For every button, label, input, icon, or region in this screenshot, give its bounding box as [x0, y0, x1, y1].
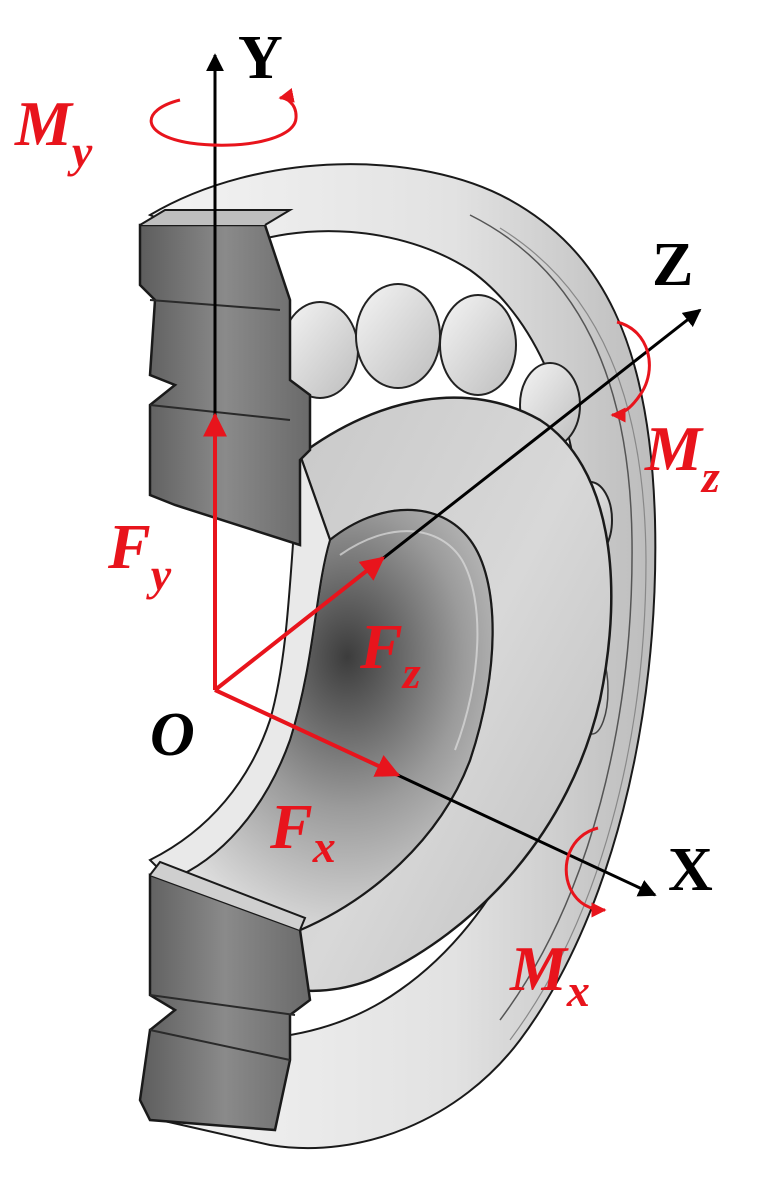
- fx-main: F: [269, 791, 313, 862]
- fz-sub: z: [401, 647, 421, 698]
- mx-sub: x: [566, 965, 590, 1016]
- fy-label: Fy: [107, 511, 172, 600]
- mx-arrow: [564, 826, 607, 918]
- axis-labels: Y Z X O: [150, 24, 713, 904]
- mz-main: M: [644, 413, 704, 484]
- mx-label: Mx: [509, 933, 590, 1016]
- my-arrow: [149, 88, 298, 147]
- fx-sub: x: [312, 821, 336, 872]
- force-vectors: [203, 412, 401, 777]
- fz-main: F: [359, 611, 403, 682]
- mx-main: M: [509, 933, 569, 1004]
- fx-label: Fx: [269, 791, 336, 872]
- my-sub: y: [67, 126, 93, 177]
- my-main: M: [14, 88, 74, 159]
- moment-arrows: [149, 88, 651, 918]
- x-axis-label: X: [668, 836, 713, 904]
- bearing-body: [138, 163, 657, 1149]
- moment-labels: My Mz Mx: [14, 88, 720, 1016]
- fy-main: F: [107, 511, 151, 582]
- fy-sub: y: [146, 549, 172, 600]
- mz-arrow: [610, 320, 651, 423]
- fz-label: Fz: [359, 611, 421, 698]
- z-axis-label: Z: [652, 231, 693, 299]
- force-labels: Fy Fz Fx: [107, 511, 421, 872]
- origin-label: O: [150, 701, 195, 769]
- roller: [355, 283, 441, 389]
- fz-vector: [213, 556, 385, 692]
- y-axis-label: Y: [238, 24, 283, 92]
- top-section: [138, 223, 312, 547]
- my-label: My: [14, 88, 93, 177]
- mz-label: Mz: [644, 413, 720, 502]
- mz-sub: z: [700, 451, 720, 502]
- fx-vector: [214, 688, 401, 777]
- roller: [439, 294, 517, 396]
